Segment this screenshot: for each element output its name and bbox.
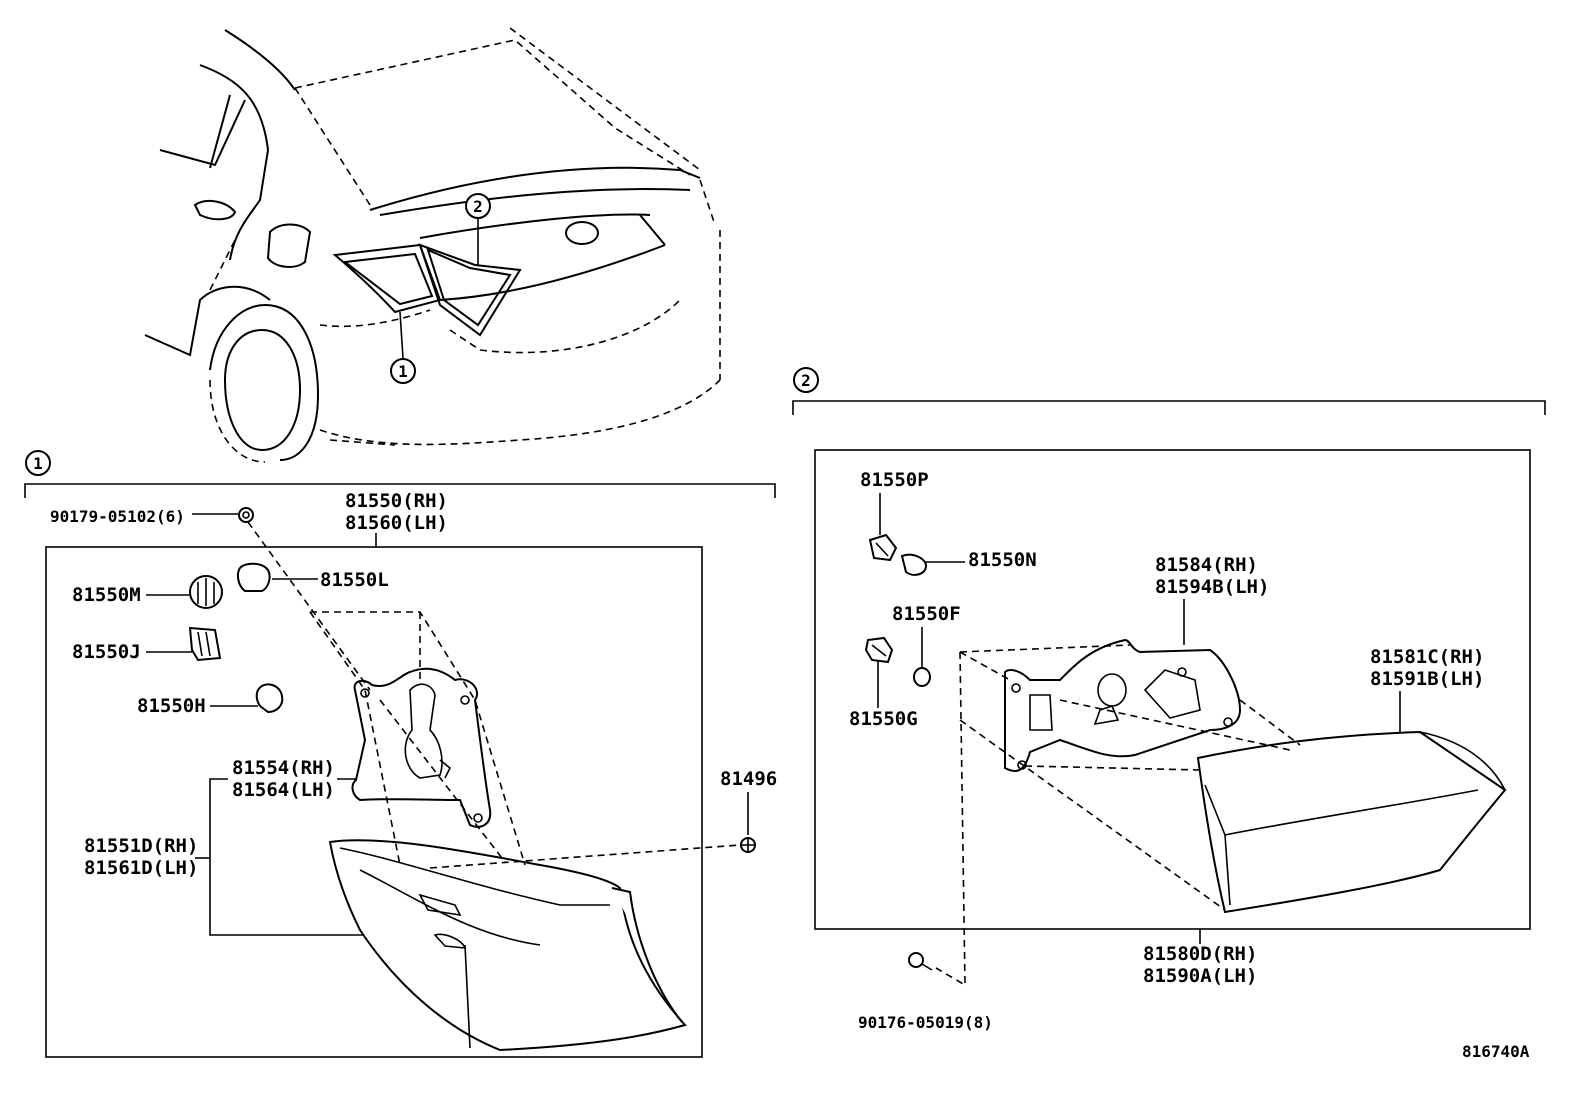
tail-lamp-lens-icon xyxy=(328,839,687,1052)
figure-id: 816740A xyxy=(1462,1042,1530,1061)
label-81590a-lh: 81590A(LH) xyxy=(1143,965,1257,987)
gasket-icon xyxy=(351,667,492,828)
bulb-icon xyxy=(913,667,931,687)
svg-text:1: 1 xyxy=(398,362,408,381)
label-81550m: 81550M xyxy=(72,584,141,606)
label-81591b-lh: 81591B(LH) xyxy=(1370,668,1484,690)
callout-2-car: 2 xyxy=(465,193,491,219)
label-81594b-lh: 81594B(LH) xyxy=(1155,576,1269,598)
section-2-box xyxy=(814,449,1531,930)
section-1-box xyxy=(45,546,703,1058)
label-81550n: 81550N xyxy=(968,549,1037,571)
label-81550p: 81550P xyxy=(860,469,929,491)
bolt-icon xyxy=(238,507,254,523)
socket-icon xyxy=(189,575,223,609)
label-81560-lh: 81560(LH) xyxy=(345,512,448,534)
label-81580d-rh: 81580D(RH) xyxy=(1143,943,1257,965)
callout-1-header: 1 xyxy=(25,450,51,476)
label-81550j: 81550J xyxy=(72,641,141,663)
inner-lamp-lens-icon xyxy=(1196,730,1507,914)
label-81550h: 81550H xyxy=(137,695,206,717)
socket-icon xyxy=(188,626,222,662)
label-81550l: 81550L xyxy=(320,569,389,591)
svg-text:2: 2 xyxy=(473,197,483,216)
section-1-bracket xyxy=(24,483,776,498)
label-81561d-lh: 81561D(LH) xyxy=(84,857,198,879)
label-81550f: 81550F xyxy=(892,603,961,625)
label-81550-rh: 81550(RH) xyxy=(345,490,448,512)
section-2: 2 81550P 81550N 81550F 81550G 81584(RH) … xyxy=(792,367,1546,1032)
bulb-icon xyxy=(236,562,271,592)
gasket-icon xyxy=(1004,638,1242,772)
svg-text:2: 2 xyxy=(801,371,811,390)
clip-icon xyxy=(740,837,756,853)
nut-icon xyxy=(908,952,933,971)
section-2-bracket xyxy=(792,400,1546,415)
label-81554-rh: 81554(RH) xyxy=(232,757,335,779)
label-90179-05102: 90179-05102(6) xyxy=(50,507,185,526)
callout-1-car: 1 xyxy=(390,358,416,384)
label-81550g: 81550G xyxy=(849,708,918,730)
callout-2-header: 2 xyxy=(793,367,819,393)
label-81551d-rh: 81551D(RH) xyxy=(84,835,198,857)
label-81564-lh: 81564(LH) xyxy=(232,779,335,801)
car-rear-view xyxy=(144,27,721,463)
svg-text:1: 1 xyxy=(33,454,43,473)
label-81584-rh: 81584(RH) xyxy=(1155,554,1258,576)
section-1: 1 90179-05102(6) 81550(RH) 81560(LH) 815… xyxy=(24,450,777,1058)
socket-icon xyxy=(868,533,898,562)
bulb-icon xyxy=(255,683,284,714)
socket-icon xyxy=(864,636,894,664)
bulb-icon xyxy=(900,553,928,576)
label-90176-05019: 90176-05019(8) xyxy=(858,1013,993,1032)
label-81581c-rh: 81581C(RH) xyxy=(1370,646,1484,668)
label-81496: 81496 xyxy=(720,768,777,790)
